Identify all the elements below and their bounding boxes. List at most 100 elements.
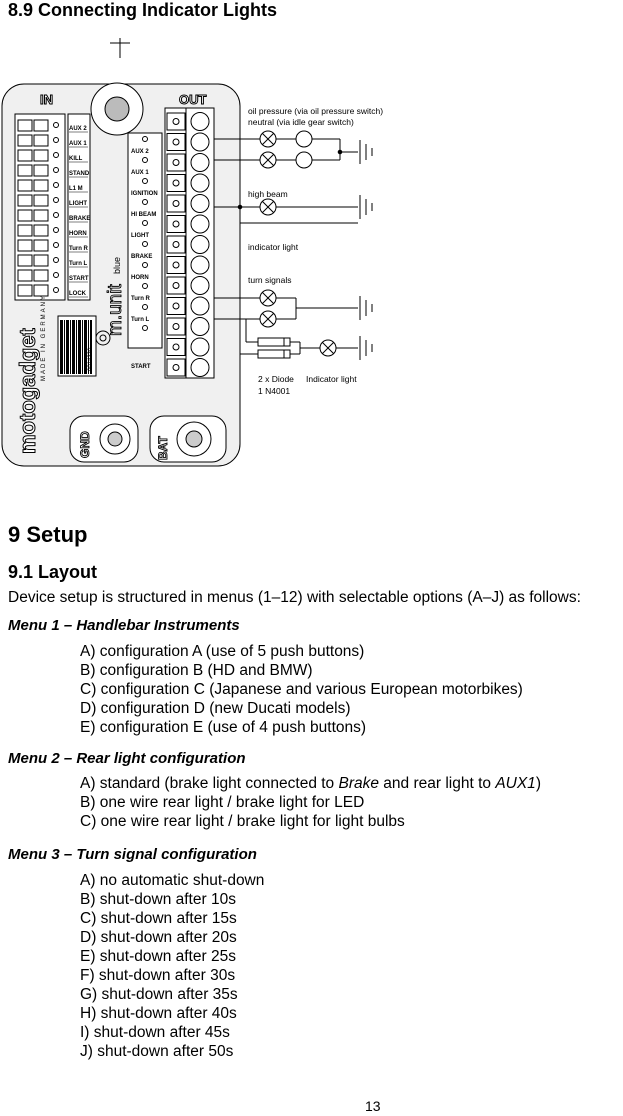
menu-3-option: H) shut-down after 40s	[80, 1005, 237, 1022]
barcode-bar	[76, 320, 77, 374]
section-9-title: 9 Setup	[8, 522, 88, 547]
output-connector	[190, 194, 210, 213]
menu-1-title: Menu 1 – Handlebar Instruments	[8, 617, 240, 634]
annotation-diode: 2 x Diode	[258, 374, 294, 384]
input-terminal	[17, 194, 33, 207]
menu-3-option: D) shut-down after 20s	[80, 929, 237, 946]
input-terminal	[33, 269, 49, 282]
input-label: START	[69, 276, 89, 282]
output-connector	[190, 153, 210, 172]
output-connector	[190, 132, 210, 152]
in-label: IN	[40, 92, 53, 107]
input-label: LOCK	[69, 291, 87, 297]
output-screw	[172, 179, 180, 187]
menu-3-option: B) shut-down after 10s	[80, 891, 236, 908]
output-screw	[172, 343, 180, 351]
annotation-indicator-light: indicator light	[248, 242, 299, 252]
output-led	[142, 136, 148, 142]
section-9-1-title: 9.1 Layout	[8, 562, 98, 582]
input-terminal	[33, 194, 49, 207]
out-label: OUT	[179, 92, 207, 107]
menu-2-option: B) one wire rear light / brake light for…	[80, 794, 365, 811]
input-terminal	[17, 209, 33, 222]
made-in-label: MADE IN GERMANY	[41, 294, 47, 381]
barcode-bar	[78, 320, 80, 374]
input-led	[53, 152, 59, 158]
annotation-turn-signals: turn signals	[248, 275, 291, 285]
menu-1-option: C) configuration C (Japanese and various…	[80, 681, 523, 698]
menu-3-option: E) shut-down after 25s	[80, 948, 236, 965]
input-terminal	[33, 239, 49, 252]
barcode-bar	[82, 320, 83, 374]
output-screw	[172, 261, 180, 269]
barcode-bar	[80, 320, 81, 374]
input-terminal	[33, 149, 49, 162]
barcode-bar	[60, 320, 62, 374]
output-screw	[172, 138, 180, 146]
input-led	[53, 227, 59, 233]
annotation-oil-pressure: oil pressure (via oil pressure switch)	[248, 106, 383, 116]
output-label: LIGHT	[131, 233, 149, 239]
wire	[262, 313, 274, 325]
wire	[262, 133, 274, 145]
input-terminal	[33, 134, 49, 147]
page-number: 13	[365, 1098, 381, 1114]
barcode-bar	[64, 320, 65, 374]
output-screw	[172, 220, 180, 228]
input-label: LIGHT	[69, 201, 87, 207]
wire	[262, 201, 274, 213]
barcode-bar	[86, 320, 87, 374]
menu-1-options: A) configuration A (use of 5 push button…	[80, 642, 523, 737]
barcode-bar	[68, 320, 69, 374]
input-terminal	[33, 254, 49, 267]
option-text: and rear light to	[378, 775, 496, 792]
output-label: BRAKE	[131, 254, 152, 260]
input-led	[53, 167, 59, 173]
input-led	[53, 242, 59, 248]
output-screw	[172, 302, 180, 310]
menu-3-option: A) no automatic shut-down	[80, 872, 265, 889]
output-led	[142, 199, 148, 205]
output-connector	[190, 112, 210, 131]
input-label: Turn R	[69, 246, 89, 252]
bat-label: BAT	[156, 436, 170, 460]
input-terminal	[17, 254, 33, 267]
output-connector	[190, 296, 210, 316]
brake-term: Brake	[338, 775, 379, 792]
input-terminal	[33, 179, 49, 192]
input-led	[53, 212, 59, 218]
barcode-bar	[88, 320, 89, 374]
output-led	[142, 157, 148, 163]
input-terminal	[17, 164, 33, 177]
option-text: A) standard (brake light connected to	[80, 775, 339, 792]
output-screw	[172, 364, 180, 371]
barcode-bar	[90, 320, 92, 374]
input-led	[53, 287, 59, 293]
output-connector	[190, 255, 210, 275]
input-terminal	[17, 284, 33, 297]
menu-3-title: Menu 3 – Turn signal configuration	[8, 846, 257, 863]
output-connector	[190, 214, 210, 234]
barcode-bar	[84, 320, 86, 374]
input-label: STAND	[69, 171, 90, 177]
output-connector	[190, 235, 210, 254]
wire	[262, 154, 274, 166]
menu-2-options: A) standard (brake light connected to Br…	[80, 774, 541, 831]
menu-1-option: A) configuration A (use of 5 push button…	[80, 643, 365, 660]
input-terminal	[17, 179, 33, 192]
menu-2-option: C) one wire rear light / brake light for…	[80, 813, 405, 830]
input-terminal	[33, 164, 49, 177]
output-connector	[190, 317, 210, 336]
output-screw	[172, 323, 180, 330]
wire	[262, 292, 274, 304]
input-label: Turn L	[69, 261, 88, 267]
barcode-bar	[74, 320, 75, 374]
input-label: HORN	[69, 231, 87, 237]
menu-1-option: D) configuration D (new Ducati models)	[80, 700, 351, 717]
annotation-indicator-light-2: Indicator light	[306, 374, 357, 384]
output-label: START	[131, 364, 151, 370]
section-8-9-title: 8.9 Connecting Indicator Lights	[8, 0, 278, 20]
output-led	[142, 220, 148, 226]
switch-symbol	[295, 130, 313, 148]
